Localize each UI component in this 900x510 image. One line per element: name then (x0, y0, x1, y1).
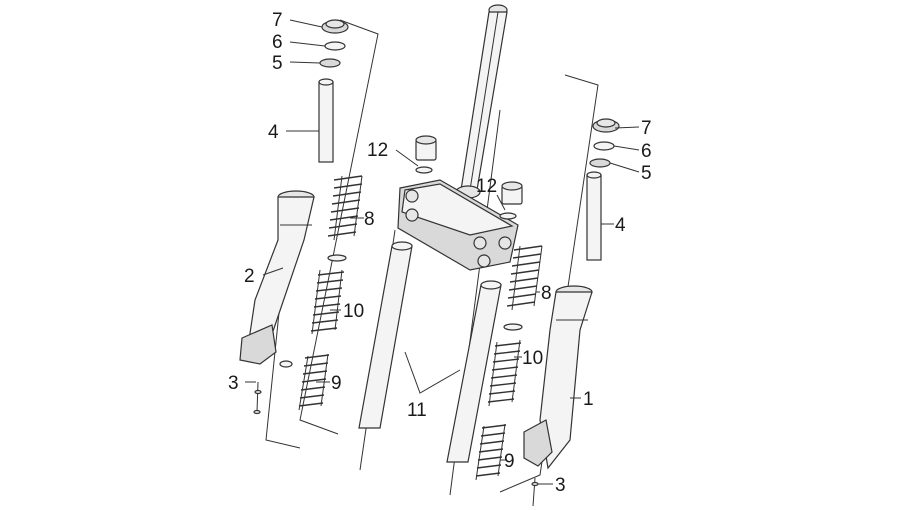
callout-3-left: 3 (228, 373, 239, 394)
callout-8-left: 8 (364, 209, 375, 230)
spring-9-left (298, 353, 330, 411)
callout-12-left: 12 (367, 140, 388, 161)
fork-slider-1-right (523, 285, 593, 470)
inner-tube-4-right (586, 171, 602, 261)
callout-4-right: 4 (615, 215, 626, 236)
callout-2: 2 (244, 266, 255, 287)
inner-tube-4-left (318, 78, 334, 163)
callout-8-right: 8 (541, 283, 552, 304)
fork-tube-11-left (358, 241, 413, 429)
spring-9-right (475, 423, 507, 481)
callout-10-left: 10 (343, 301, 364, 322)
callout-7-right: 7 (641, 118, 652, 139)
callout-9-right: 9 (504, 451, 515, 472)
callout-11: 11 (407, 400, 427, 421)
callout-1: 1 (583, 389, 594, 410)
callout-labels: 7 6 5 4 2 3 8 10 9 12 12 11 7 6 5 4 8 10… (228, 10, 652, 496)
callout-6-right: 6 (641, 141, 652, 162)
seal-5-right (589, 158, 611, 168)
callout-6-left: 6 (272, 32, 283, 53)
top-cap-7-left (321, 19, 349, 34)
steering-stem (455, 4, 508, 199)
bolt-3-right (531, 477, 539, 507)
o-ring-6-left (324, 41, 346, 51)
callout-7-left: 7 (272, 10, 283, 31)
callout-5-left: 5 (272, 53, 283, 74)
bolt-3-left (253, 381, 262, 415)
fork-slider-2-left (239, 190, 315, 368)
spring-8-left (327, 175, 363, 241)
spring-8-right (506, 245, 543, 311)
washer-left (327, 254, 347, 262)
callout-10-right: 10 (522, 348, 543, 369)
lower-triple-clamp (397, 179, 519, 271)
callout-12-right: 12 (476, 176, 497, 197)
callout-4-left: 4 (268, 122, 279, 143)
spring-10-right (487, 339, 522, 407)
top-cap-7-right (592, 118, 620, 133)
fork-tube-11-right (446, 280, 502, 463)
bushing-12-left (415, 135, 437, 174)
washer-right (503, 323, 523, 331)
spring-10-left (310, 269, 345, 335)
seal-5-left (319, 58, 341, 68)
callout-3-right: 3 (555, 475, 566, 496)
bushing-12-right (499, 181, 523, 220)
callout-leaders (245, 19, 640, 485)
o-ring-6-right (593, 141, 615, 151)
callout-9-left: 9 (331, 373, 342, 394)
callout-5-right: 5 (641, 163, 652, 184)
